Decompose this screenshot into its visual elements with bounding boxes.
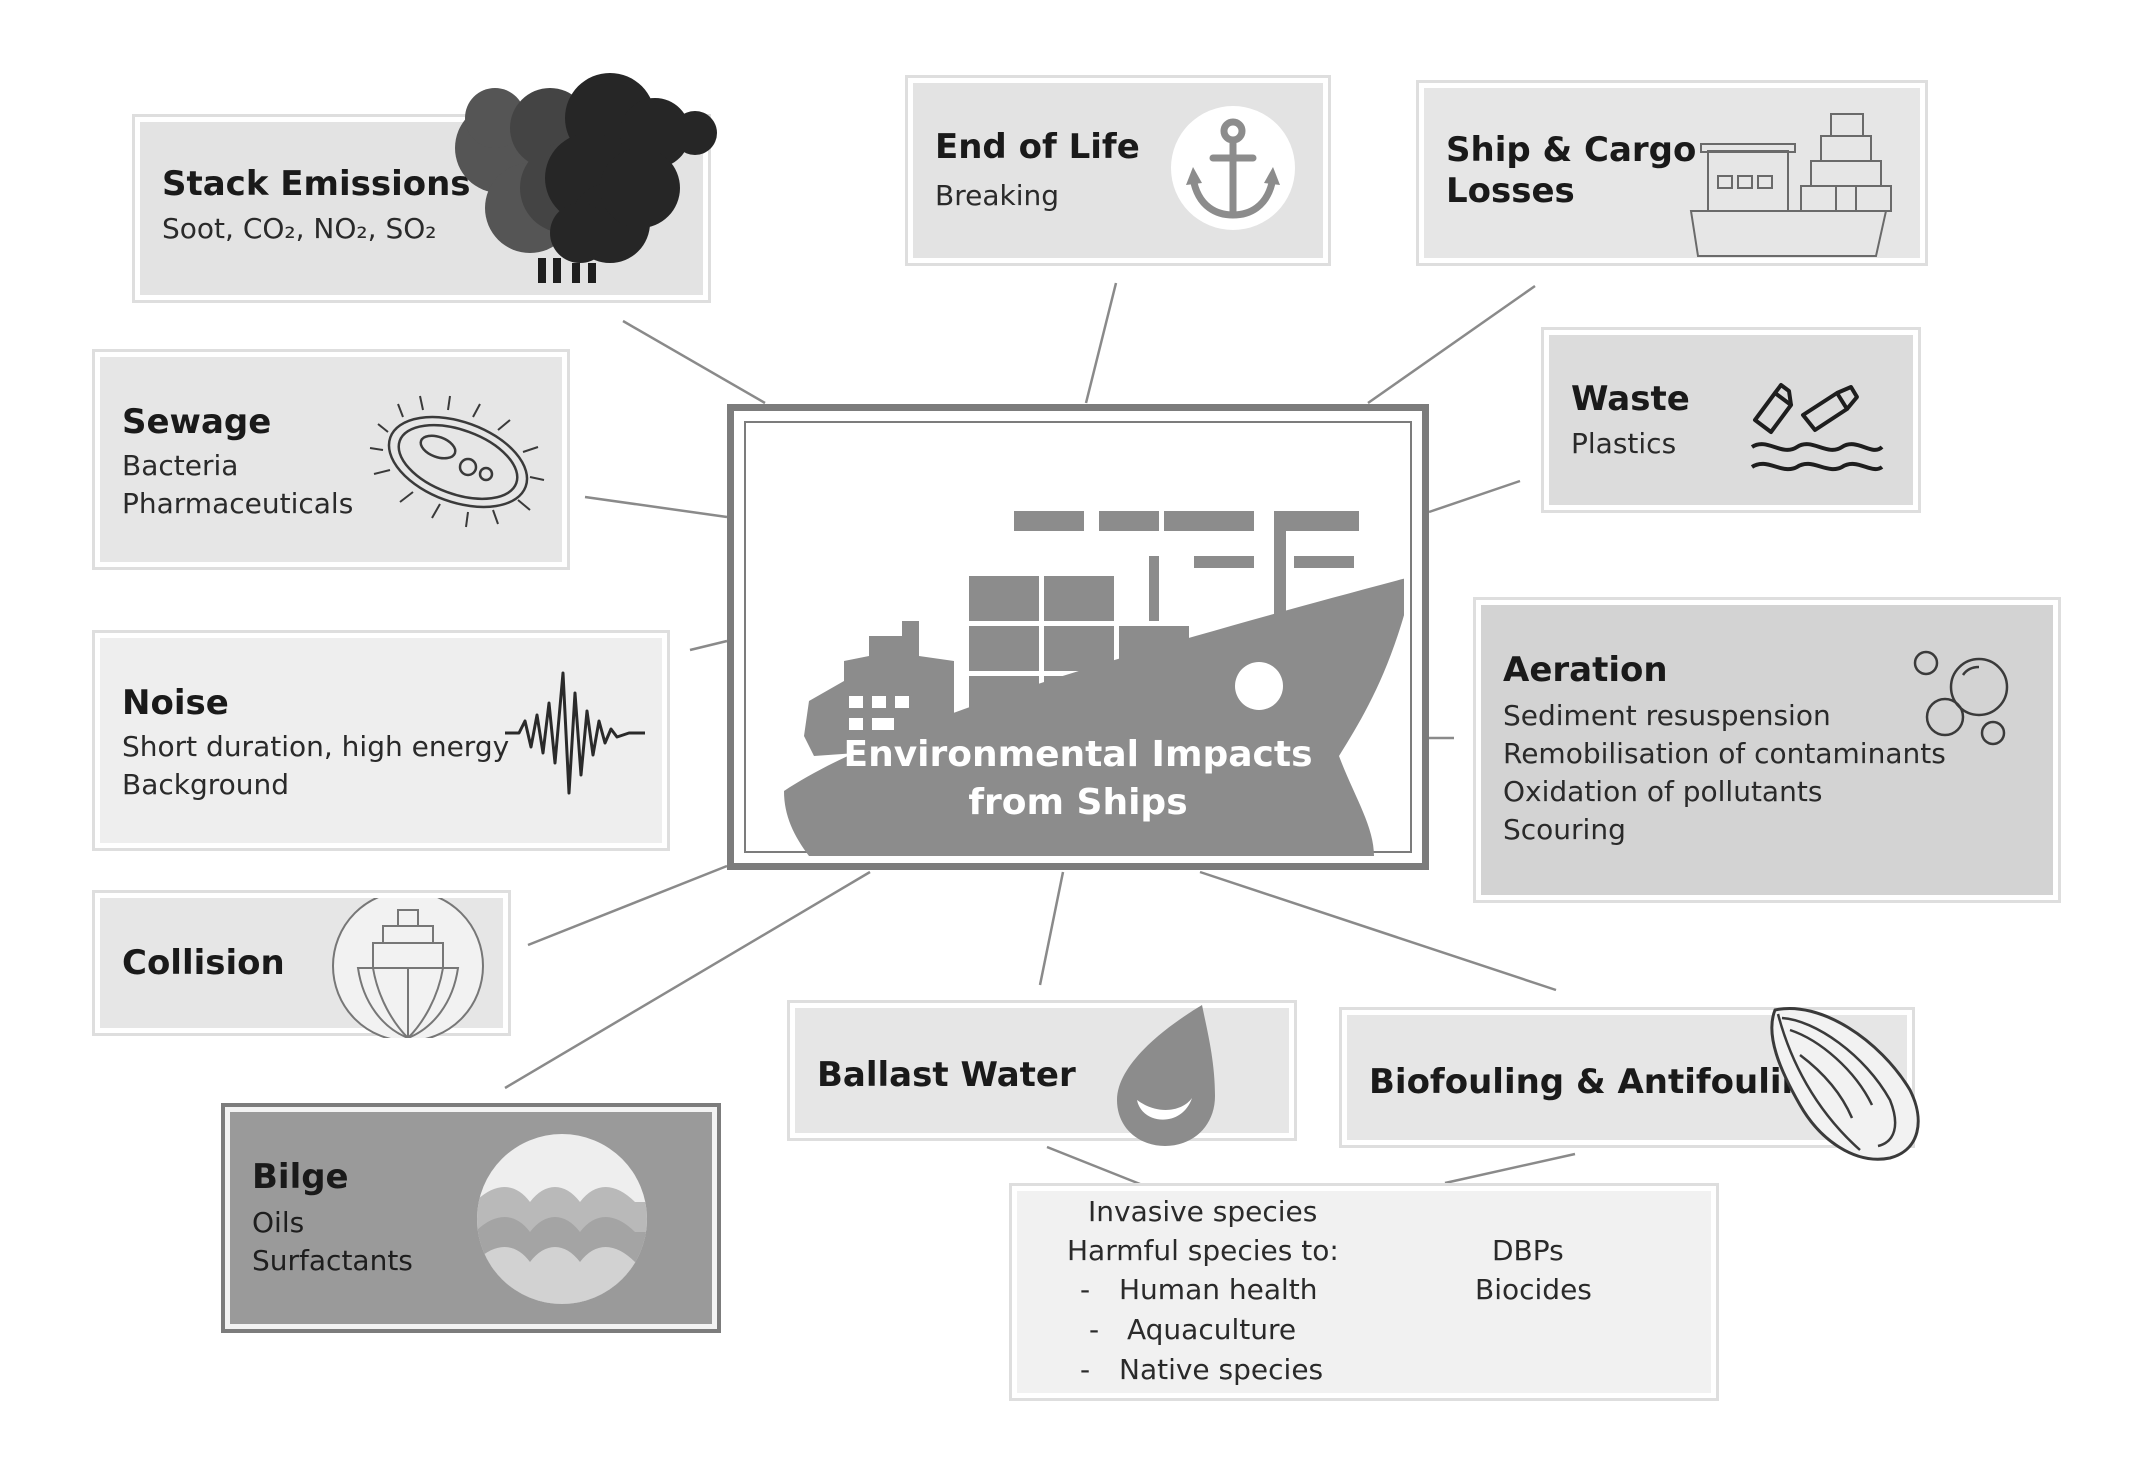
sewage-title: Sewage xyxy=(122,402,272,442)
aeration-details: Sediment resuspension Remobilisation of … xyxy=(1503,697,1946,849)
end-of-life-details: Breaking xyxy=(935,177,1059,215)
stack-emissions-box: Stack Emissions Soot, CO₂, NO₂, SO₂ xyxy=(135,117,708,300)
link-sewage xyxy=(584,495,728,519)
link-waste xyxy=(1428,479,1521,514)
effect-harmful-species: Harmful species to: xyxy=(1067,1234,1339,1267)
bilge-title: Bilge xyxy=(252,1157,349,1197)
link-noise xyxy=(689,639,728,652)
ship-cargo-losses-title-line-2: Losses xyxy=(1446,170,1575,211)
ship-cargo-losses-box: Ship & Cargo Losses xyxy=(1419,83,1925,263)
water-drop-icon xyxy=(1117,1005,1215,1146)
noise-title: Noise xyxy=(122,683,229,723)
bilge-details: Oils Surfactants xyxy=(252,1204,413,1280)
effect-biocides: Biocides xyxy=(1475,1273,1592,1306)
sewage-line-1: Bacteria xyxy=(122,449,239,482)
ship-cargo-losses-title-line-1: Ship & Cargo xyxy=(1446,130,1697,170)
stack-emissions-line-1: Soot, CO₂, NO₂, SO₂ xyxy=(162,212,437,245)
end-of-life-line-1: Breaking xyxy=(935,179,1060,212)
sewage-box: Sewage Bacteria Pharmaceuticals xyxy=(95,352,567,567)
effects-box: Invasive species Harmful species to: - H… xyxy=(1012,1186,1716,1398)
anchor-icon xyxy=(1171,106,1295,230)
plastic-bottles-in-water-icon xyxy=(1750,383,1884,471)
effect-dbps: DBPs xyxy=(1492,1234,1564,1267)
cargo-ship-outline-icon xyxy=(1689,113,1892,257)
stack-emissions-title: Stack Emissions xyxy=(162,164,471,204)
smoke-plume-icon xyxy=(455,73,717,283)
effect-human-health: Human health xyxy=(1119,1273,1318,1306)
stack-emissions-details: Soot, CO₂, NO₂, SO₂ xyxy=(162,210,436,248)
aeration-box: Aeration Sediment resuspension Remobilis… xyxy=(1476,600,2058,900)
aeration-line-4: Scouring xyxy=(1503,813,1626,846)
bubbles-icon xyxy=(1913,650,2009,746)
aeration-line-3: Oxidation of pollutants xyxy=(1503,775,1823,808)
aeration-title: Aeration xyxy=(1503,650,1668,690)
waste-box: Waste Plastics xyxy=(1544,330,1918,510)
effect-dash-2: - xyxy=(1089,1313,1100,1346)
central-hub: Environmental Impacts from Ships xyxy=(727,404,1429,870)
waves-circle-icon xyxy=(477,1134,647,1304)
noise-details: Short duration, high energy Background xyxy=(122,728,509,804)
central-title-line-1: Environmental Impacts xyxy=(843,734,1313,775)
sewage-line-2: Pharmaceuticals xyxy=(122,487,354,520)
ship-bow-circle-icon xyxy=(332,898,484,1038)
collision-title: Collision xyxy=(122,943,285,983)
waste-title: Waste xyxy=(1571,379,1690,419)
noise-line-1: Short duration, high energy xyxy=(122,730,510,763)
link-ballast-effects xyxy=(1046,1145,1141,1186)
ballast-water-title: Ballast Water xyxy=(817,1055,1076,1095)
effect-native-species: Native species xyxy=(1119,1353,1324,1386)
end-of-life-title: End of Life xyxy=(935,127,1140,167)
waste-details: Plastics xyxy=(1571,425,1676,463)
link-ship-cargo xyxy=(1367,284,1536,405)
collision-box: Collision xyxy=(95,893,508,1038)
link-end-of-life xyxy=(1084,282,1118,404)
bilge-box: Bilge Oils Surfactants xyxy=(225,1107,717,1329)
sewage-details: Bacteria Pharmaceuticals xyxy=(122,447,353,523)
central-title: Environmental Impacts from Ships xyxy=(734,731,1422,827)
bacteria-icon xyxy=(369,395,545,528)
biofouling-title: Biofouling & Antifouling xyxy=(1369,1062,1831,1102)
link-bilge xyxy=(504,870,871,1090)
link-stack xyxy=(622,319,766,405)
effect-dash-3: - xyxy=(1080,1353,1091,1386)
aeration-line-1: Sediment resuspension xyxy=(1503,699,1831,732)
container-ship-icon xyxy=(784,511,1404,856)
noise-line-2: Background xyxy=(122,768,290,801)
sound-wave-icon xyxy=(505,671,645,795)
effect-dash-1: - xyxy=(1080,1273,1091,1306)
waste-line-1: Plastics xyxy=(1571,427,1677,460)
effect-invasive-species: Invasive species xyxy=(1088,1195,1318,1228)
ballast-water-box: Ballast Water xyxy=(790,1003,1294,1146)
effect-aquaculture: Aquaculture xyxy=(1127,1313,1297,1346)
link-collision xyxy=(527,864,728,947)
end-of-life-box: End of Life Breaking xyxy=(908,78,1328,263)
noise-box: Noise Short duration, high energy Backgr… xyxy=(95,633,667,848)
mussel-icon xyxy=(1770,1007,1920,1161)
link-ballast xyxy=(1038,871,1065,986)
link-biofouling xyxy=(1199,870,1557,992)
central-title-line-2: from Ships xyxy=(968,782,1188,823)
aeration-line-2: Remobilisation of contaminants xyxy=(1503,737,1946,770)
bilge-line-2: Surfactants xyxy=(252,1244,413,1277)
link-biofouling-effects xyxy=(1444,1152,1576,1185)
ship-cargo-losses-title: Ship & Cargo Losses xyxy=(1446,130,1696,212)
bilge-line-1: Oils xyxy=(252,1206,305,1239)
